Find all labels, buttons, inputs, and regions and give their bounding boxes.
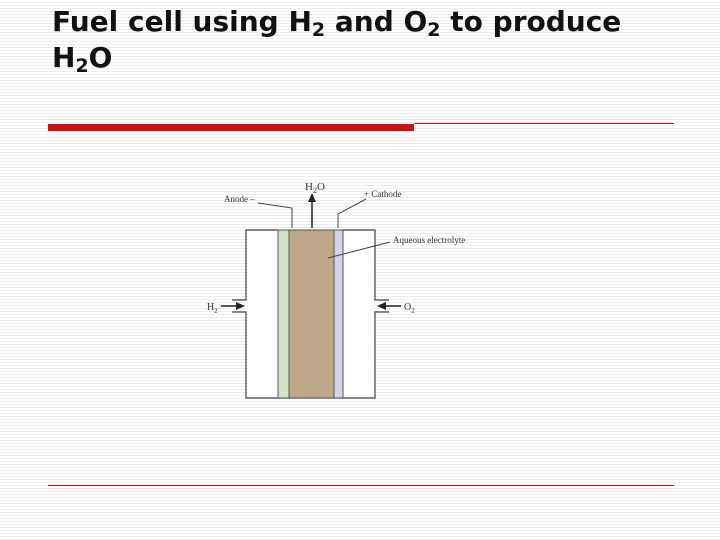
- cathode-leader-line: [337, 198, 367, 228]
- water-arrow-head: [308, 193, 316, 202]
- hydrogen-label: H2: [207, 302, 218, 315]
- oxygen-arrow-head: [377, 302, 386, 310]
- electrolyte-leader-line: [327, 241, 391, 259]
- title-underline-bar: [48, 124, 414, 131]
- anode-label: Anode –: [224, 194, 255, 204]
- cathode-label: + Cathode: [364, 189, 401, 199]
- electrolyte-label: Aqueous electrolyte: [393, 235, 465, 245]
- water-label: H2O: [305, 181, 325, 195]
- cathode-gas-chamber: [343, 231, 373, 397]
- title-underline-rule: [414, 123, 674, 124]
- cathode-electrode: [333, 229, 344, 399]
- hydrogen-arrow-head: [236, 302, 245, 310]
- anode-electrode: [277, 229, 290, 399]
- anode-gas-chamber: [248, 231, 278, 397]
- anode-leader-line: [257, 202, 293, 228]
- aqueous-electrolyte: [288, 229, 335, 399]
- oxygen-label: O2: [404, 302, 415, 315]
- footer-rule: [48, 485, 674, 486]
